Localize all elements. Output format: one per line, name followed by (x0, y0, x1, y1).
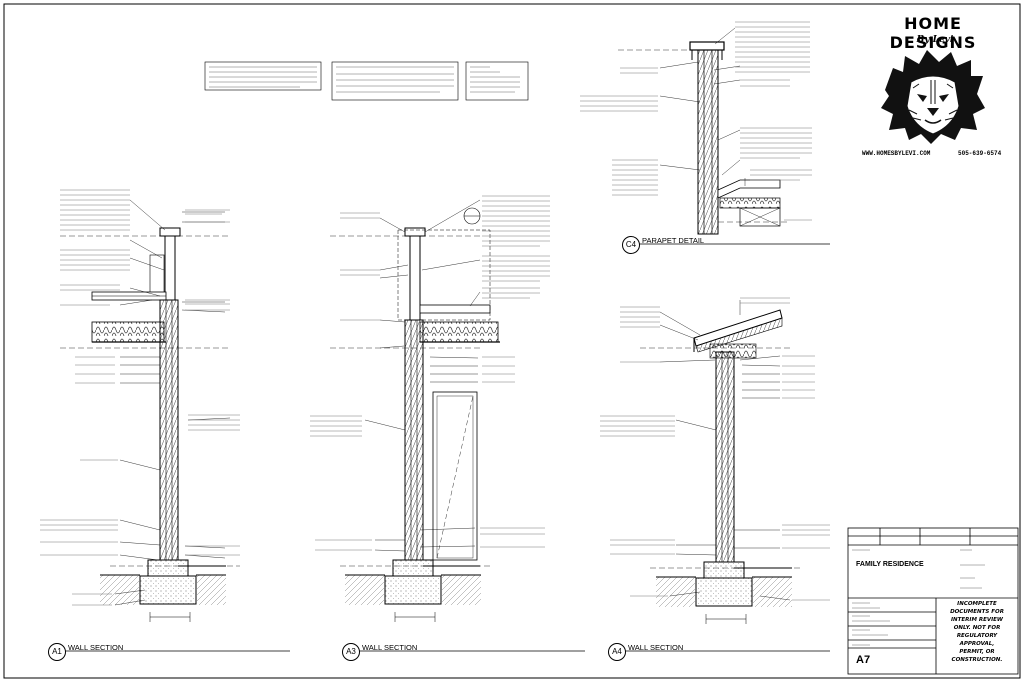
section-a4-leaders (659, 300, 791, 601)
phone-number: 505-639-6574 (958, 150, 1002, 157)
section-c4-leaders (659, 27, 746, 186)
website-link[interactable]: WWW.HOMESBYLEVI.COM (862, 150, 931, 157)
sheet-number: A7 (856, 654, 871, 666)
section-a1-callouts (40, 189, 240, 606)
disclaimer-line: INCOMPLETE (957, 601, 997, 607)
section-c4-bubble: C4 (622, 236, 640, 254)
section-a3-callouts (310, 195, 550, 551)
disclaimer-line: APPROVAL, (959, 641, 995, 647)
disclaimer-line: ONLY. NOT FOR (953, 625, 1001, 631)
section-a1 (60, 227, 240, 622)
title-block-fields (852, 549, 985, 646)
lion-head-icon (881, 50, 985, 144)
general-notes-text (209, 66, 520, 93)
disclaimer-line: REGULATORY (956, 633, 998, 639)
disclaimer-line: PERMIT, OR (959, 649, 995, 655)
section-a1-title: WALL SECTION (68, 643, 124, 652)
section-a3 (330, 207, 500, 622)
section-a4-title: WALL SECTION (628, 643, 684, 652)
section-a4-bubble: A4 (608, 643, 626, 661)
section-c4-callouts (580, 21, 812, 221)
title-underlines (64, 243, 830, 652)
section-a4-callouts (600, 297, 830, 601)
disclaimer-line: DOCUMENTS FOR (950, 609, 1004, 615)
section-c4-title: PARAPET DETAIL (642, 236, 705, 245)
sheet-border (3, 3, 1021, 679)
review-disclaimer: INCOMPLETE DOCUMENTS FOR INTERIM REVIEW … (938, 600, 1016, 664)
section-a3-title: WALL SECTION (362, 643, 418, 652)
section-a1-bubble: A1 (48, 643, 66, 661)
project-name: FAMILY RESIDENCE (856, 561, 924, 568)
section-a4 (640, 309, 800, 624)
section-c4-parapet (618, 41, 790, 235)
section-a3-bubble: A3 (342, 643, 360, 661)
disclaimer-line: INTERIM REVIEW (951, 617, 1003, 623)
brand-title: HOME DESIGNS (889, 14, 977, 52)
section-a3-leaders (364, 199, 481, 552)
general-notes (204, 61, 529, 101)
disclaimer-line: CONSTRUCTION. (951, 657, 1003, 663)
title-block (847, 527, 1019, 675)
brand-subtitle: By Levi (916, 35, 954, 45)
